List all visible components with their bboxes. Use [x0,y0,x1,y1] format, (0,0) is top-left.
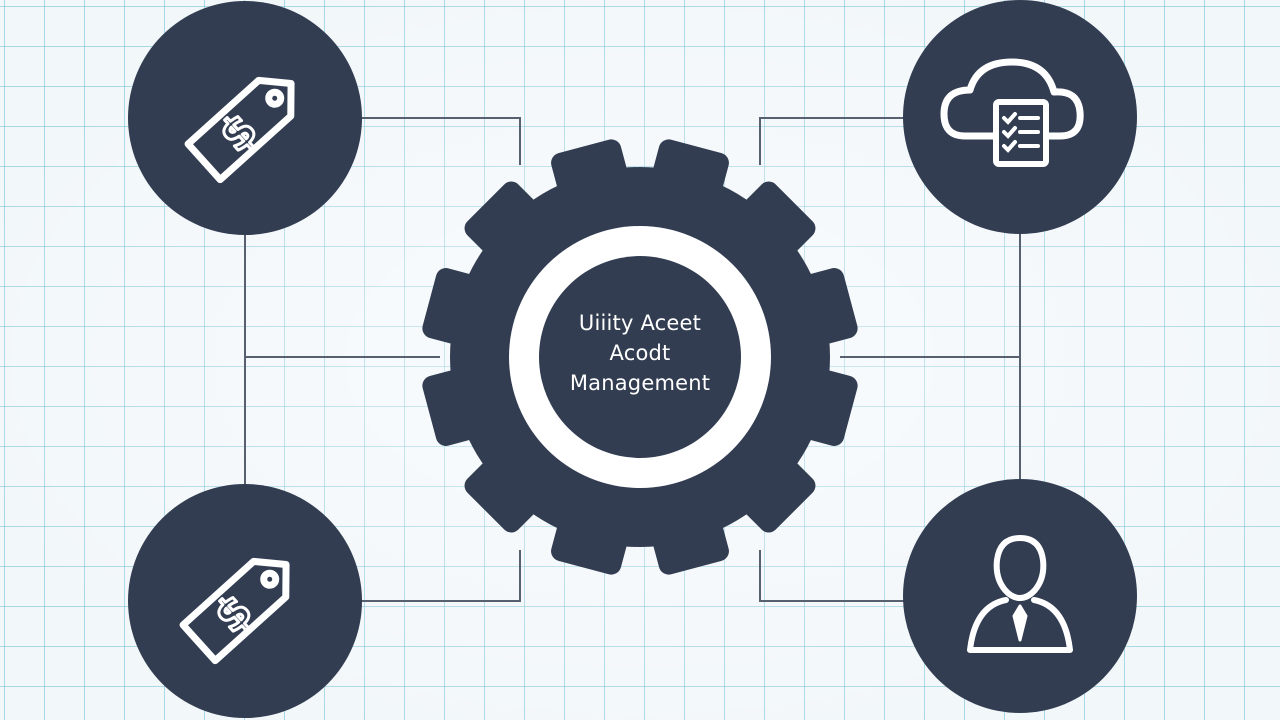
hub-label-line-2: Acodt [609,341,671,365]
hub-label-line-1: Uiiity Aceet [578,311,702,335]
gear-tooth [464,447,550,533]
connector-top-left [360,117,521,165]
connector-top-right [759,117,905,165]
hub-core [539,256,741,458]
hub-label: Uiiity Aceet Acodt Management [540,308,740,398]
cloud-checklist-icon [940,58,1084,167]
gear-icon [422,139,858,575]
hub-gear [422,139,858,575]
node-bottom-left[interactable]: $ [128,484,362,718]
connector-bottom-right [759,550,905,602]
gear-tooth [464,181,550,267]
node-top-right[interactable] [903,0,1137,234]
node-top-left[interactable]: $ [128,1,362,235]
gear-tooth [422,365,495,446]
gear-tooth [785,365,858,446]
node-bottom-right[interactable] [903,479,1137,713]
connector-bottom-left [360,550,521,602]
hub-label-line-3: Management [569,371,711,395]
gear-tooth [730,447,816,533]
connector-lines [244,117,1021,602]
gear-tooth [551,502,632,575]
gear-tooth [648,139,729,212]
gear-tooth [422,268,495,349]
gear-tooth [551,139,632,212]
gear-tooth [730,181,816,267]
user-tie-icon [967,535,1073,653]
gear-tooth [648,502,729,575]
gear-tooth [785,268,858,349]
